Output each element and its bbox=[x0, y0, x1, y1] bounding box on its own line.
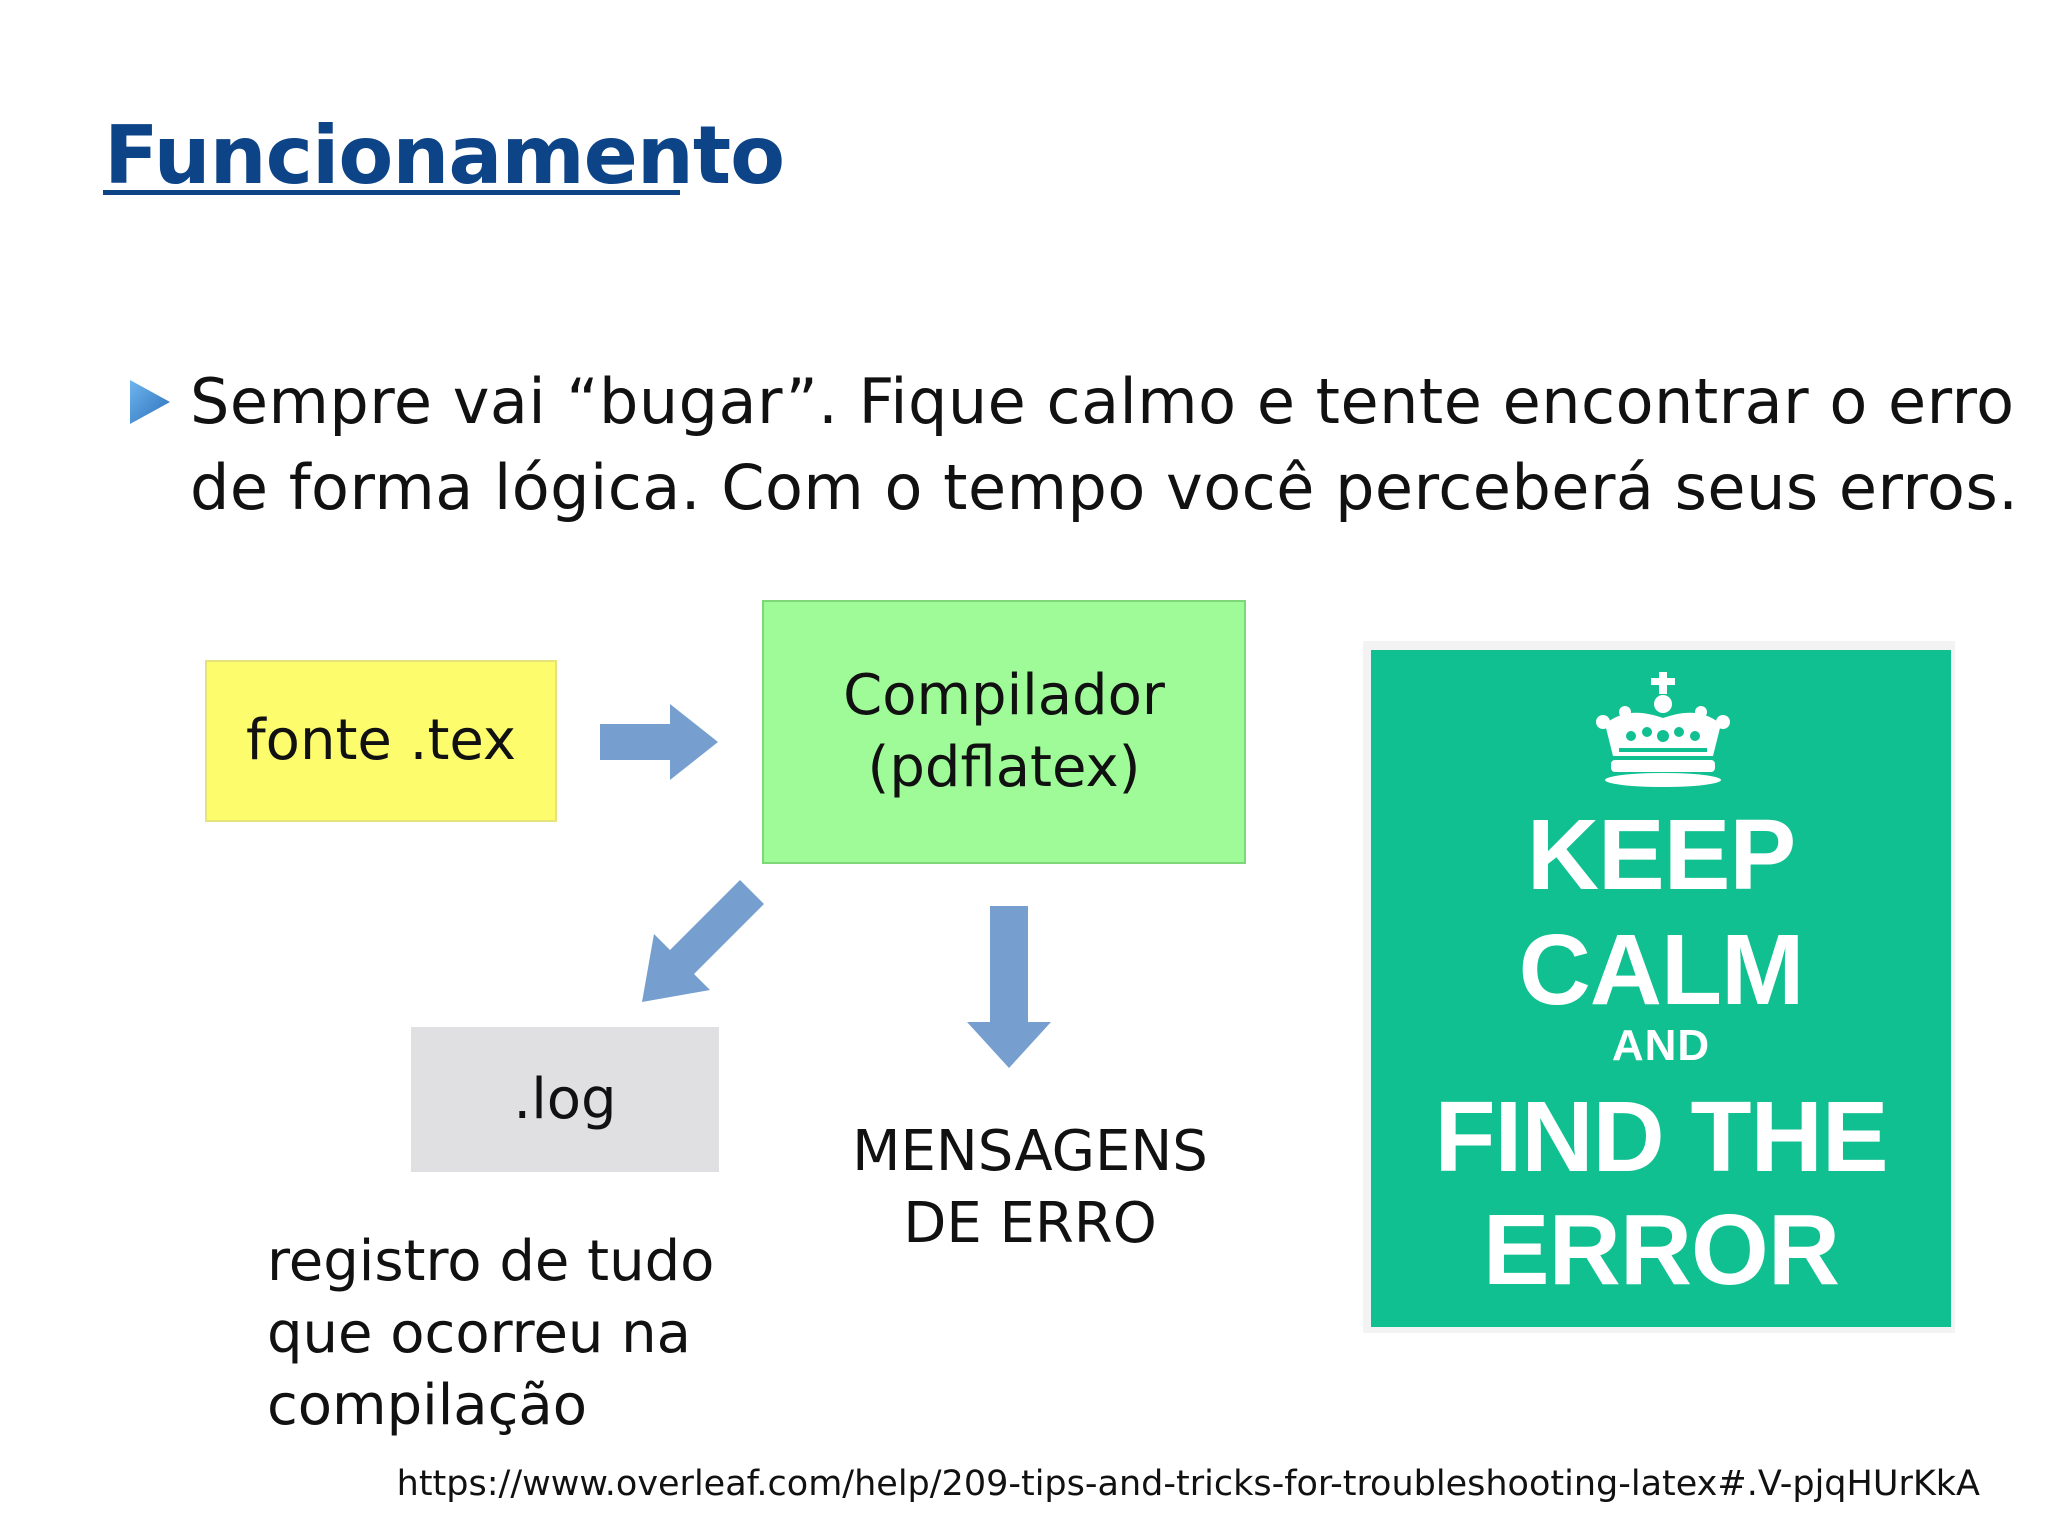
log-description-line-2: que ocorreu na bbox=[267, 1301, 691, 1366]
triangle-bullet-icon bbox=[130, 380, 170, 424]
compiler-label-line-2: (pdflatex) bbox=[867, 735, 1141, 800]
crown-icon bbox=[1596, 672, 1730, 787]
log-label: .log bbox=[513, 1066, 617, 1132]
error-messages-line-2: DE ERRO bbox=[903, 1191, 1157, 1256]
bullet-text-line-1: Sempre vai “bugar”. Fique calmo e tente … bbox=[190, 365, 2015, 438]
error-messages-line-1: MENSAGENS bbox=[852, 1119, 1208, 1184]
log-description: registro de tudo que ocorreu na compilaç… bbox=[267, 1226, 714, 1442]
source-url: https://www.overleaf.com/help/209-tips-a… bbox=[396, 1464, 1980, 1504]
down-arrow-icon bbox=[967, 906, 1051, 1068]
right-arrow-icon bbox=[600, 704, 718, 780]
poster-line-keep: KEEP bbox=[1526, 799, 1796, 911]
source-tex-label: fonte .tex bbox=[245, 708, 517, 773]
down-left-arrow-icon bbox=[642, 880, 764, 1002]
poster-line-calm: CALM bbox=[1518, 914, 1805, 1026]
log-description-line-1: registro de tudo bbox=[267, 1229, 715, 1294]
compiler-label-line-1: Compilador bbox=[843, 663, 1165, 728]
page-title: Funcionamento bbox=[104, 109, 785, 202]
title-underline bbox=[103, 190, 680, 195]
poster-line-and: AND bbox=[1611, 1021, 1711, 1070]
error-messages-label: MENSAGENS DE ERRO bbox=[820, 1116, 1240, 1260]
compiler-box: Compilador (pdflatex) bbox=[762, 600, 1246, 864]
keep-calm-poster: KEEP CALM AND FIND THE ERROR bbox=[1371, 650, 1951, 1327]
poster-line-find-the: FIND THE bbox=[1434, 1081, 1888, 1193]
poster-line-error: ERROR bbox=[1482, 1194, 1840, 1306]
log-box: .log bbox=[411, 1027, 719, 1172]
source-tex-box: fonte .tex bbox=[205, 660, 557, 822]
log-description-line-3: compilação bbox=[267, 1373, 587, 1438]
bullet-text-line-2: de forma lógica. Com o tempo você perceb… bbox=[190, 451, 2019, 524]
